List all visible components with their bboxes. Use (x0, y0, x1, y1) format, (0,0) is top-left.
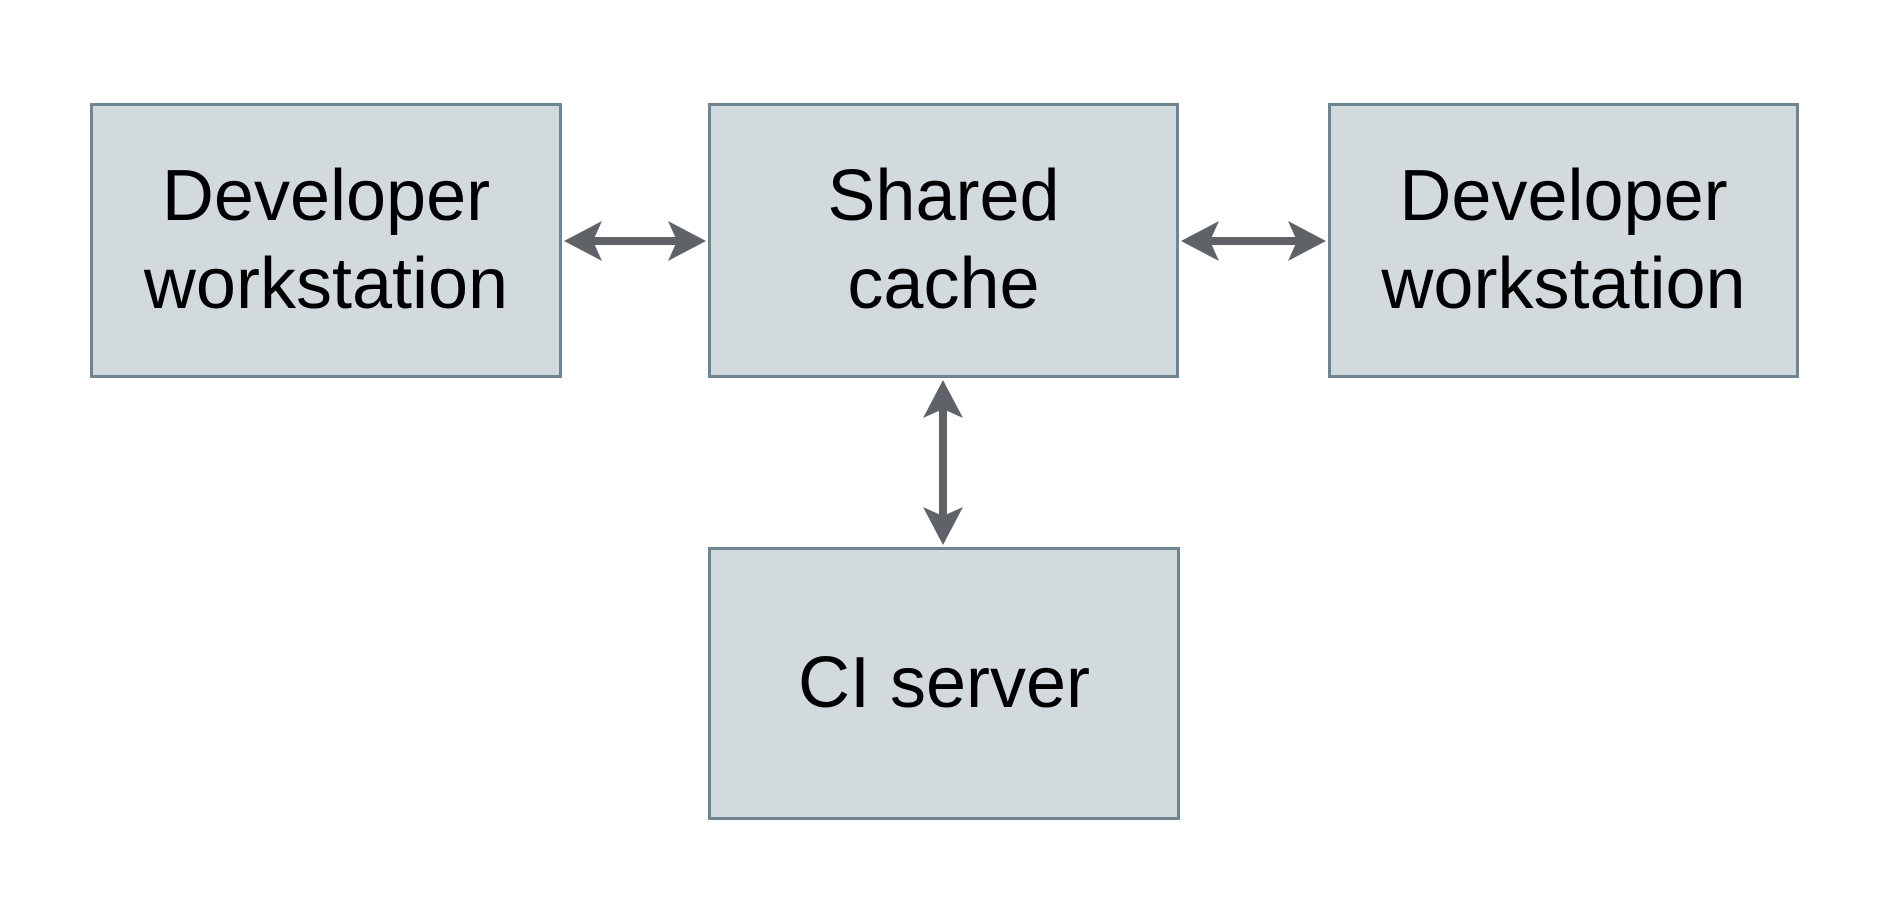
edge-sharedcache-ciserver-arrowhead-top (923, 380, 963, 418)
node-ci-server-label: CI server (797, 642, 1091, 723)
node-ci-server: CI server (708, 547, 1180, 820)
node-developer-workstation-left: Developer workstation (90, 103, 562, 378)
node-developer-workstation-right-label: Developer workstation (1381, 155, 1746, 324)
edge-devleft-sharedcache-arrowhead-left (564, 221, 602, 261)
edge-sharedcache-ciserver (923, 380, 963, 545)
node-developer-workstation-right: Developer workstation (1328, 103, 1799, 378)
edge-devleft-sharedcache (564, 221, 706, 261)
node-developer-workstation-left-label: Developer workstation (143, 155, 509, 324)
node-shared-cache: Shared cache (708, 103, 1179, 378)
node-shared-cache-label: Shared cache (827, 155, 1060, 324)
edge-sharedcache-devright (1181, 221, 1326, 261)
edge-sharedcache-devright-arrowhead-right (1288, 221, 1326, 261)
edge-devleft-sharedcache-arrowhead-right (668, 221, 706, 261)
edge-sharedcache-ciserver-arrowhead-bottom (923, 507, 963, 545)
edge-sharedcache-devright-arrowhead-left (1181, 221, 1219, 261)
